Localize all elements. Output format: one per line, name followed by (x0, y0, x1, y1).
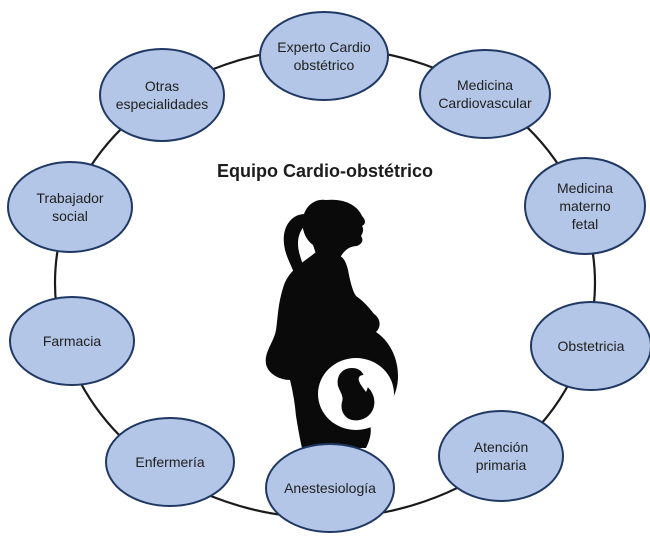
node-ellipse (7, 161, 133, 253)
node-label-line: obstétrico (294, 57, 355, 73)
pregnant-woman-silhouette-icon (265, 199, 398, 448)
node-label: Anestesiología (284, 480, 376, 496)
node-ellipse (105, 417, 235, 507)
diagram-title: Equipo Cardio-obstétrico (217, 161, 433, 181)
node-label-line: Obstetricia (558, 338, 625, 354)
node-label: Atención primaria (474, 439, 528, 473)
node-label: Medicina materno fetal (557, 180, 613, 232)
node-ellipse (438, 410, 564, 502)
node-ellipse (259, 11, 389, 101)
node-label-line: materno (559, 198, 611, 214)
node-label-line: primaria (476, 457, 527, 473)
node-label: Obstetricia (558, 338, 625, 354)
team-node-medicina-materno-fetal: Medicina materno fetal (524, 157, 646, 255)
node-ellipse (524, 157, 646, 255)
node-label: Experto Cardio obstétrico (277, 39, 371, 73)
node-label-line: Experto Cardio (277, 39, 371, 55)
node-label-line: Trabajador (36, 190, 104, 206)
team-node-atencion-primaria: Atención primaria (438, 410, 564, 502)
node-ellipse (530, 301, 650, 391)
node-label-line: Enfermería (135, 454, 204, 470)
node-ellipse (265, 443, 395, 533)
node-ellipse (99, 48, 225, 142)
node-label-line: especialidades (116, 96, 209, 112)
team-node-otras-especialidades: Otras especialidades (99, 48, 225, 142)
team-node-obstetricia: Obstetricia (530, 301, 650, 391)
node-label-line: Anestesiología (284, 480, 376, 496)
node-ellipse (9, 296, 135, 386)
node-label-line: Medicina (557, 180, 613, 196)
node-label: Trabajador social (36, 190, 104, 224)
node-label: Otras especialidades (116, 78, 209, 112)
node-label-line: Cardiovascular (438, 95, 532, 111)
node-label-line: Medicina (457, 77, 513, 93)
node-label: Farmacia (43, 333, 102, 349)
node-label-line: Otras (145, 78, 179, 94)
team-node-trabajador-social: Trabajador social (7, 161, 133, 253)
team-node-enfermeria: Enfermería (105, 417, 235, 507)
team-node-anestesiologia: Anestesiología (265, 443, 395, 533)
node-ellipse (419, 49, 551, 139)
node-label-line: Farmacia (43, 333, 102, 349)
team-node-experto: Experto Cardio obstétrico (259, 11, 389, 101)
node-label: Enfermería (135, 454, 204, 470)
node-label-line: fetal (572, 216, 598, 232)
node-label-line: Atención (474, 439, 528, 455)
node-label-line: social (52, 208, 88, 224)
team-node-farmacia: Farmacia (9, 296, 135, 386)
